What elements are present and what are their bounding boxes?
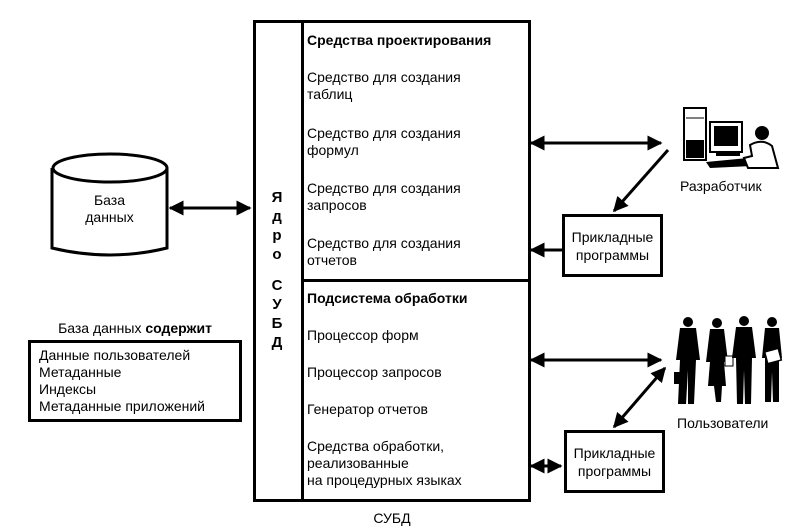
app-programs-line2: программы [577, 462, 652, 479]
core-letter: Я [271, 189, 283, 206]
design-tool-line1: Средство для создания [307, 69, 461, 85]
design-tool-item: Средство для создания отчетов [307, 235, 461, 269]
database-label: База данных [52, 192, 167, 226]
design-tool-line2: отчетов [307, 252, 357, 268]
users-label: Пользователи [677, 415, 769, 431]
design-tools-heading: Средства проектирования [307, 32, 492, 48]
database-cylinder-icon [50, 152, 169, 257]
core-letter: С [271, 277, 283, 294]
db-contents-item: Данные пользователей [39, 347, 191, 363]
design-tool-item: Средство для создания формул [307, 125, 461, 159]
design-tool-line1: Средство для создания [307, 125, 461, 141]
database-label-line1: База [93, 192, 126, 208]
developer-apps-arrow [612, 149, 670, 213]
core-letter: У [272, 296, 282, 313]
developer-label: Разработчик [680, 178, 762, 194]
design-tool-line1: Средство для создания [307, 235, 461, 251]
core-letter: Д [271, 334, 283, 351]
app-programs-line1: Прикладные [573, 444, 656, 461]
core-letter: р [272, 227, 282, 244]
db-contents-title-regular: База данных [58, 320, 146, 336]
processing-line3: на процедурных языках [307, 472, 462, 488]
users-apps-arrow [612, 366, 667, 429]
design-tool-line2: запросов [307, 197, 367, 213]
db-contents-title: База данных содержит [28, 320, 242, 337]
db-contents-title-bold: содержит [145, 320, 212, 336]
processing-heading: Подсистема обработки [307, 290, 468, 306]
processing-item-procedural: Средства обработки, реализованные на про… [307, 438, 462, 489]
processing-line1: Средства обработки, [307, 438, 445, 454]
core-letter: Б [271, 315, 283, 332]
processing-item: Генератор отчетов [307, 401, 428, 417]
core-letter: д [272, 208, 282, 225]
developer-workstation-icon [683, 107, 780, 169]
dbms-caption: СУБД [373, 510, 411, 526]
db-contents-item: Индексы [39, 381, 97, 397]
dbms-core-column: Я д р о С У Б Д [253, 20, 304, 499]
database-label-line2: данных [85, 209, 134, 225]
processing-item: Процессор запросов [307, 364, 442, 380]
app-programs-line2: программы [575, 246, 650, 263]
dbms-box [253, 20, 531, 502]
app-programs-box-top: Прикладные программы [562, 214, 663, 277]
design-tool-item: Средство для создания запросов [307, 180, 461, 214]
design-tool-item: Средство для создания таблиц [307, 69, 461, 103]
design-tool-line2: формул [307, 142, 359, 158]
users-group-icon [674, 316, 783, 404]
app-programs-line1: Прикладные [571, 228, 654, 245]
db-contents-box: Данные пользователей Метаданные Индексы … [28, 340, 242, 422]
design-tool-line1: Средство для создания [307, 180, 461, 196]
db-contents-item: Метаданные [39, 364, 122, 380]
processing-line2: реализованные [307, 455, 409, 471]
section-divider [301, 279, 528, 282]
app-programs-box-bottom: Прикладные программы [564, 430, 665, 493]
db-contents-item: Метаданные приложений [39, 398, 206, 414]
processing-item: Процессор форм [307, 327, 419, 343]
core-letter: о [272, 246, 282, 263]
design-tool-line2: таблиц [307, 86, 353, 102]
